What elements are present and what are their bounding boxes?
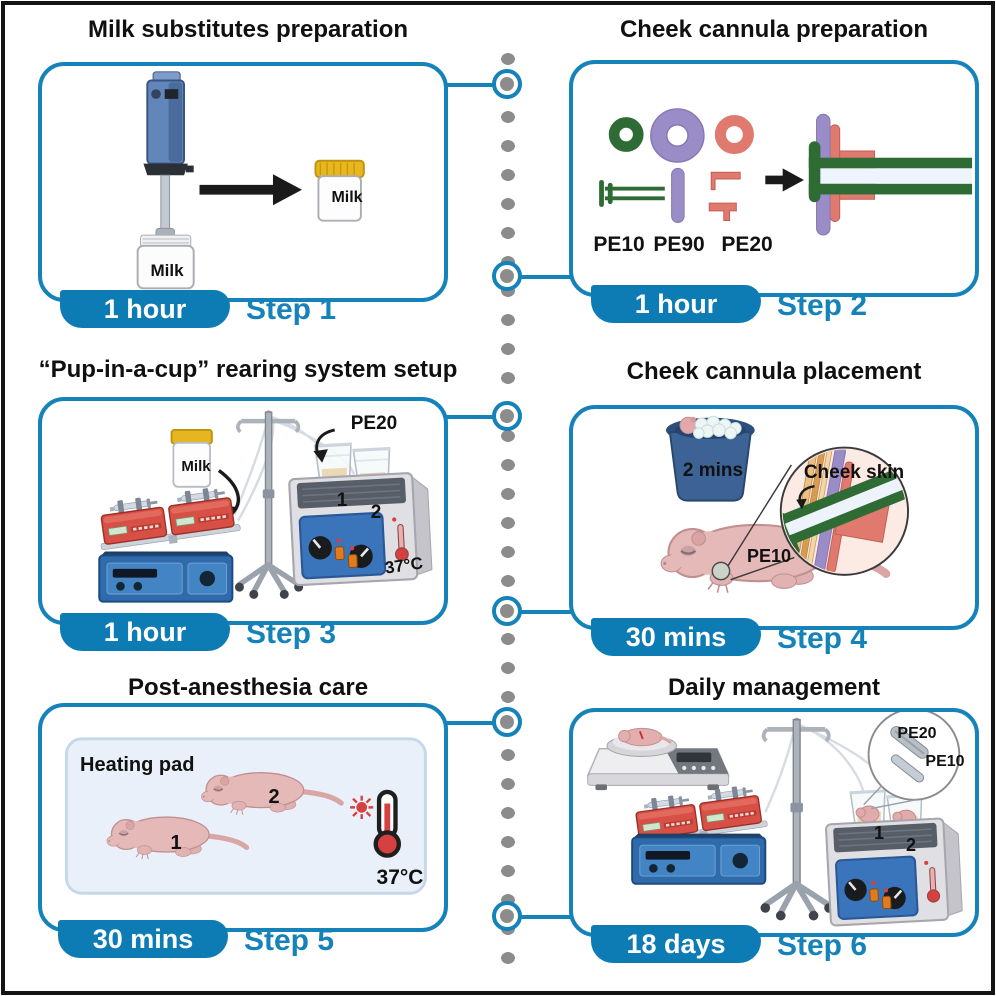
step5-time-badge: 30 mins — [58, 920, 228, 958]
step6-label: Step 6 — [777, 929, 868, 962]
cup2-number: 2 — [905, 835, 916, 855]
connector-line-step3 — [436, 415, 494, 419]
connector-line-step2 — [520, 275, 572, 279]
milk-jar-label: Milk — [181, 458, 211, 475]
pe10-tube-label: PE10 — [746, 546, 792, 566]
connector-line-step4 — [520, 610, 572, 614]
panel3-rearing-setup: Milk PE20 1 2 37°C — [38, 397, 448, 625]
connector-line-step6 — [520, 915, 572, 919]
ice-time-label: 2 mins — [682, 460, 744, 481]
pe20-inset-label: PE20 — [897, 725, 937, 742]
pup2-number: 2 — [268, 786, 280, 808]
pe10-inset-label: PE10 — [925, 753, 965, 770]
panel6-daily-management: PE20 PE10 1 2 — [569, 708, 979, 937]
panel4-title: Cheek cannula placement — [626, 358, 922, 385]
cannula-parts-illustration — [599, 108, 973, 236]
panel5-title: Post-anesthesia care — [127, 674, 369, 701]
cheek-skin-label: Cheek skin — [803, 462, 905, 483]
step1-label: Step 1 — [246, 293, 337, 326]
timeline-node-3 — [492, 401, 522, 431]
step3-time-badge: 1 hour — [60, 613, 230, 651]
daily-management-illustration — [586, 712, 964, 927]
panel1-milk-substitutes: Milk Milk — [38, 62, 448, 302]
timeline-dotted-spine — [501, 50, 515, 978]
step2-time-badge: 1 hour — [591, 285, 761, 323]
cup1-number: 1 — [873, 823, 884, 843]
step1-time-badge: 1 hour — [60, 290, 230, 328]
timeline-node-2 — [492, 261, 522, 291]
milk-jar-label: Milk — [150, 261, 184, 280]
step2-label: Step 2 — [777, 289, 868, 322]
panel5-post-anesthesia: Heating pad 1 2 37°C — [38, 703, 448, 932]
step6-time-badge: 18 days — [591, 925, 761, 963]
rearing-system-illustration — [42, 401, 434, 603]
pad-temp-label: 37°C — [376, 866, 424, 889]
pe10-label: PE10 — [593, 233, 645, 256]
heating-pad-illustration — [64, 737, 427, 895]
pup1-number: 1 — [170, 832, 182, 854]
cup1-number: 1 — [336, 490, 348, 511]
pe20-tube-label: PE20 — [350, 413, 398, 434]
panel4-cannula-placement: 2 mins Cheek skin PE10 — [569, 405, 979, 630]
connector-line-step5 — [436, 721, 494, 725]
panel3-title: “Pup-in-a-cup” rearing system setup — [38, 356, 458, 383]
connector-line-step1 — [436, 83, 494, 87]
heating-pad-label: Heating pad — [80, 754, 195, 776]
homogenizer-illustration — [136, 71, 365, 290]
pe90-label: PE90 — [653, 233, 705, 256]
panel2-cheek-cannula-prep: PE10 PE90 PE20 — [569, 60, 979, 297]
step5-label: Step 5 — [244, 924, 335, 957]
timeline-node-6 — [492, 901, 522, 931]
panel6-title: Daily management — [667, 674, 881, 701]
step3-label: Step 3 — [246, 617, 337, 650]
step4-time-badge: 30 mins — [591, 618, 761, 656]
panel1-title: Milk substitutes preparation — [87, 16, 409, 43]
cannula-placement-illustration — [573, 415, 910, 626]
pe20-label: PE20 — [721, 233, 773, 256]
timeline-node-4 — [492, 596, 522, 626]
timeline-node-5 — [492, 707, 522, 737]
panel2-title: Cheek cannula preparation — [619, 16, 929, 43]
milk-result-jar-label: Milk — [331, 189, 363, 206]
timeline-node-1 — [492, 69, 522, 99]
cup2-number: 2 — [370, 502, 382, 523]
step4-label: Step 4 — [777, 622, 868, 655]
